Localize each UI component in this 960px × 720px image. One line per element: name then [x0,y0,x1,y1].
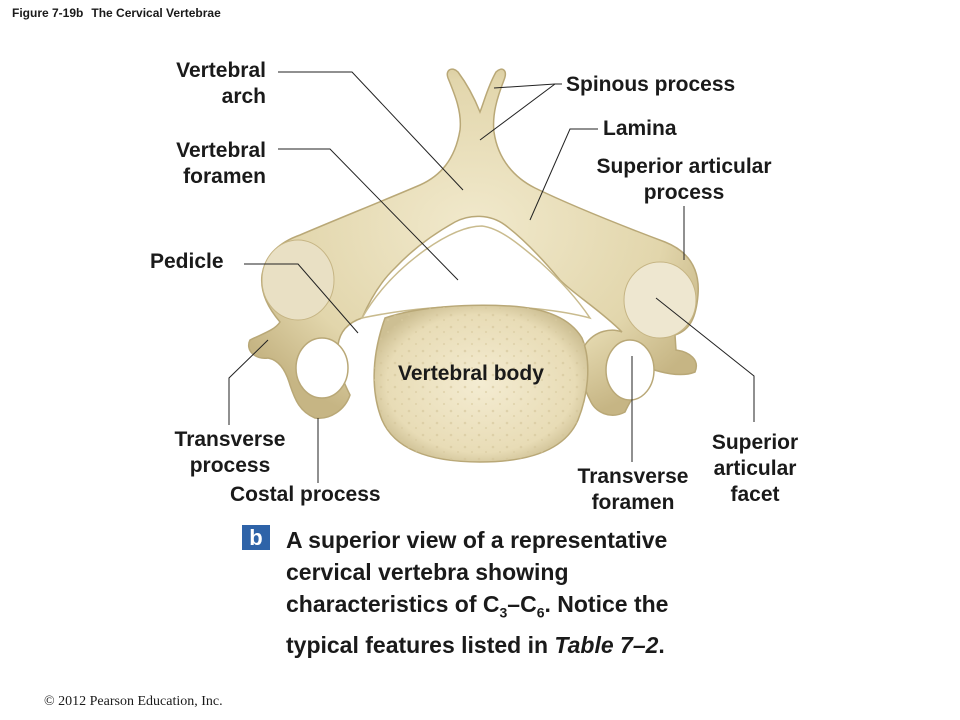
vertebral-body-bone [373,304,589,463]
label-vertebral-body: Vertebral body [398,362,544,385]
label-spinous-process: Spinous process [566,73,736,96]
leader-lines [228,71,755,483]
caption-line-4: typical features listed in Table 7–2. [286,629,756,661]
label-line: facet [730,483,780,506]
label-line: arch [221,85,266,108]
figure-name: The Cervical Vertebrae [91,6,221,20]
label-lamina: Lamina [603,117,677,140]
label-transverse-foramen: Transverse foramen [548,464,718,516]
label-transverse-process: Transverse process [150,427,310,479]
label-line: Vertebral [176,139,266,162]
caption-text: . [658,631,665,658]
caption-subscript: 3 [499,604,508,621]
label-line: Transverse [174,428,286,451]
caption-text: characteristics of C [286,591,500,617]
caption-subscript: 6 [536,604,545,621]
figure-caption: A superior view of a representative cerv… [286,524,756,661]
caption-line-3: characteristics of C3–C6. Notice the [286,588,756,629]
caption-text: typical features listed in [286,631,555,658]
label-pedicle: Pedicle [150,250,224,273]
caption-line-2: cervical vertebra showing [286,559,569,585]
label-line: Superior [711,431,799,454]
figure-title: Figure 7-19b The Cervical Vertebrae [12,6,221,20]
figure-number: Figure 7-19b [12,6,84,20]
label-line: Superior articular [596,155,772,178]
label-line: foramen [183,165,266,188]
copyright-notice: © 2012 Pearson Education, Inc. [44,694,223,709]
label-line: articular [713,457,797,480]
label-line: Transverse [577,465,689,488]
panel-badge: b [242,525,270,550]
label-superior-articular-process: Superior articular process [574,154,794,206]
label-line: Vertebral [176,59,266,82]
label-line: process [189,454,271,477]
caption-line-1: A superior view of a representative [286,527,668,553]
vertebral-arch-bone [248,68,699,419]
caption-text: . Notice the [544,591,669,617]
caption-table-ref: Table 7–2 [554,631,659,658]
label-line: process [643,181,725,204]
label-line: foramen [591,491,675,514]
caption-text: –C [507,591,537,617]
label-superior-articular-facet: Superior articular facet [690,430,820,508]
label-costal-process: Costal process [230,483,381,506]
label-vertebral-foramen: Vertebral foramen [120,138,266,190]
label-vertebral-arch: Vertebral arch [120,58,266,110]
